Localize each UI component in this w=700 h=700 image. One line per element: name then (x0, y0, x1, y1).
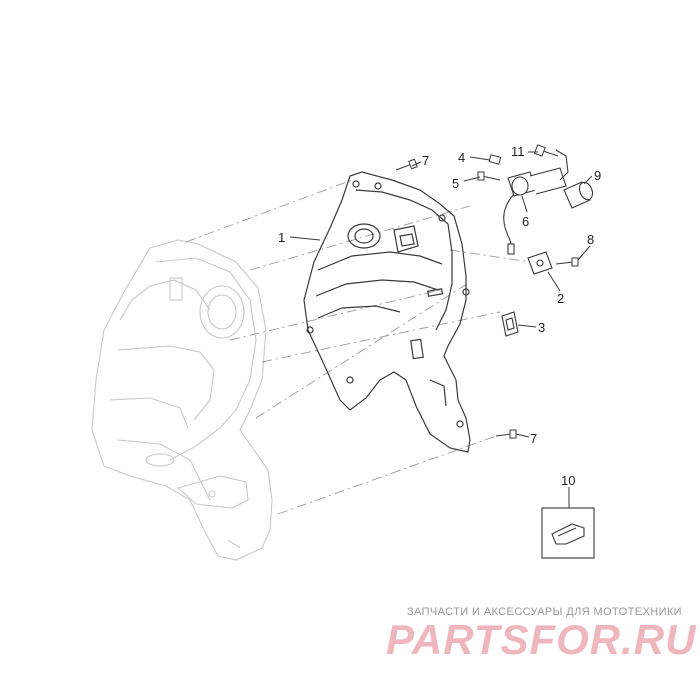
callout-9: 9 (594, 168, 601, 183)
callout-11: 11 (511, 144, 525, 159)
screw-8 (555, 257, 579, 267)
kit-box (541, 507, 595, 559)
screw-top (395, 158, 418, 171)
watermark-logo: PARTSFOR.RU (386, 616, 697, 663)
watermark-tagline: ЗАПЧАСТИ И АКСЕССУАРЫ ДЛЯ МОТОТЕХНИКИ (406, 606, 682, 618)
screw-bottom (495, 429, 517, 439)
ignition-lock (503, 149, 569, 255)
washer-4 (488, 154, 502, 165)
bolt-11 (533, 144, 559, 157)
lock-cylinder (563, 181, 594, 209)
screw-5 (477, 171, 501, 181)
callout-7-bottom: 7 (530, 431, 537, 446)
front-shield-ghost (91, 239, 273, 561)
callout-6: 6 (522, 214, 529, 229)
leader-lines (289, 151, 593, 508)
callout-2: 2 (557, 291, 564, 306)
callouts: 1 7 4 5 11 6 9 8 2 3 7 10 (278, 144, 601, 488)
bracket-3 (501, 311, 519, 337)
clip-plate (527, 251, 553, 275)
callout-10: 10 (561, 473, 575, 488)
callout-1: 1 (278, 230, 285, 245)
callout-5: 5 (452, 176, 459, 191)
callout-7-top: 7 (422, 153, 429, 168)
projection-lines (185, 179, 531, 515)
callout-8: 8 (587, 232, 594, 247)
callout-3: 3 (538, 320, 545, 335)
callout-4: 4 (458, 150, 465, 165)
leg-shield-panel (303, 171, 471, 453)
